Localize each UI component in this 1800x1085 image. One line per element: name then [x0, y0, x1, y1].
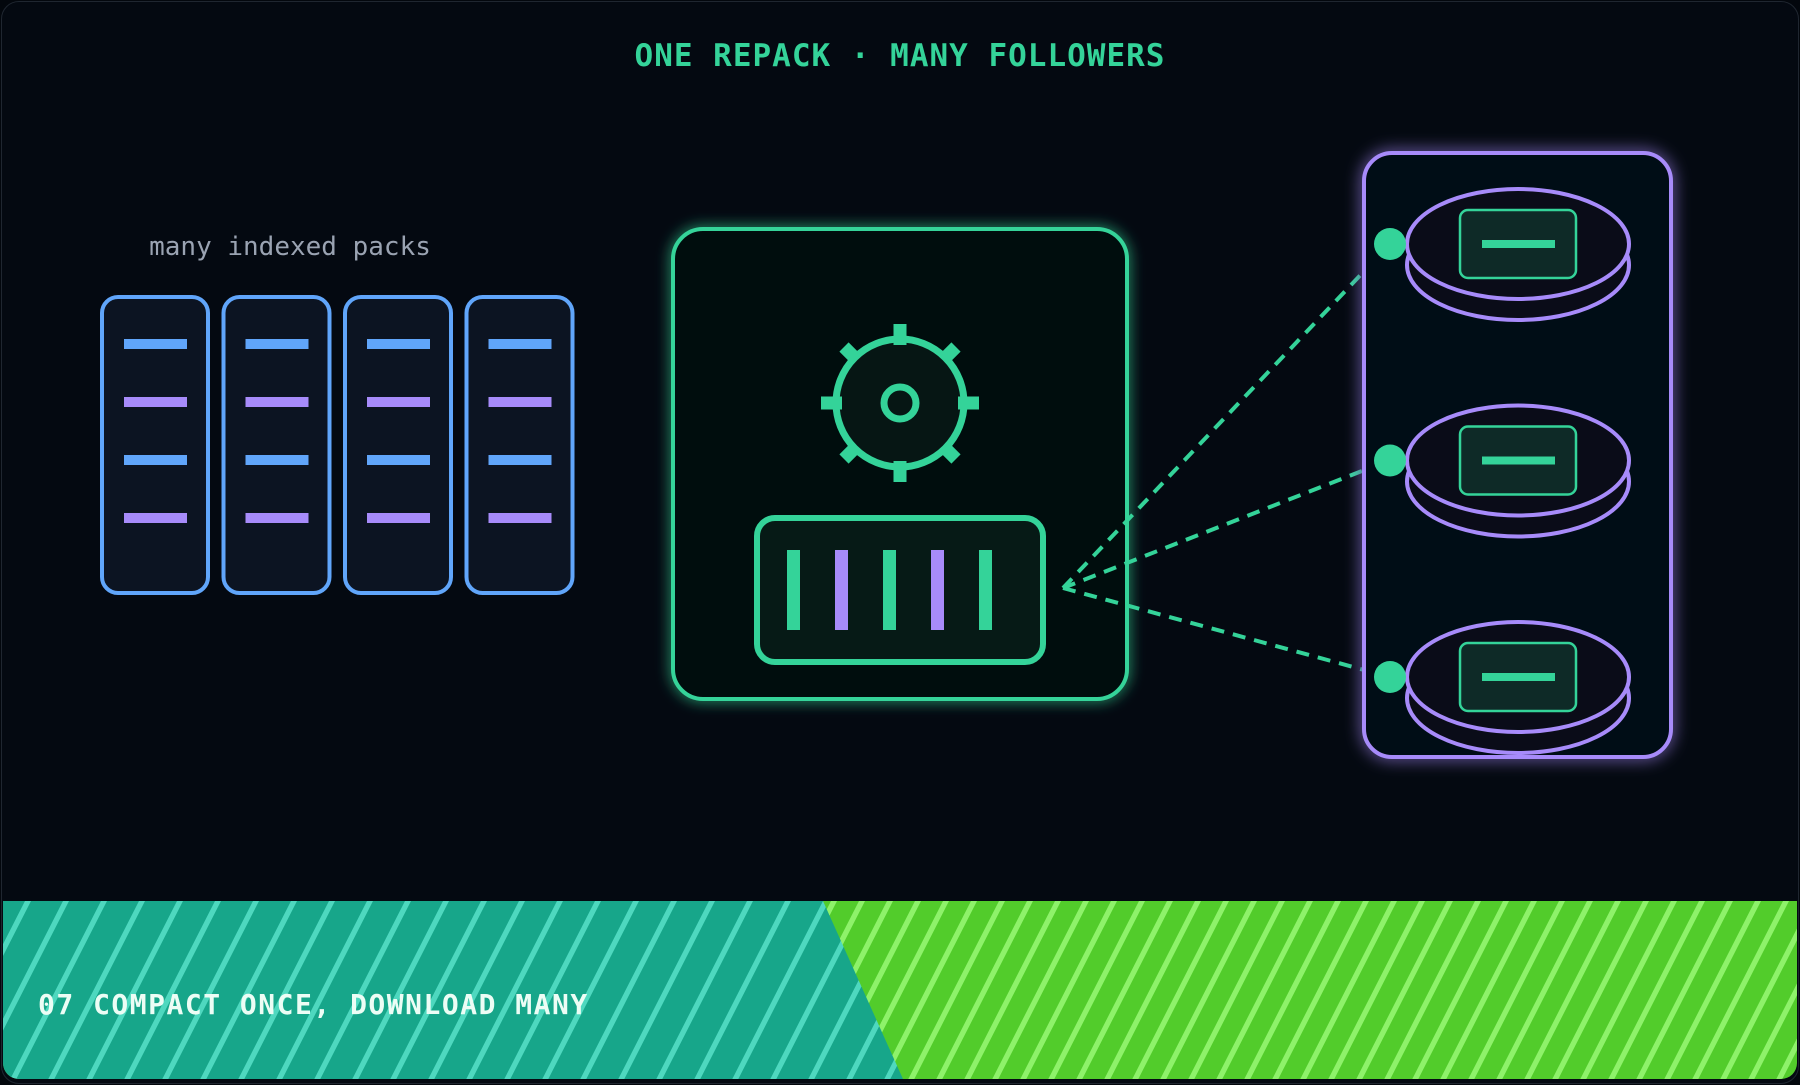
pack-index-bar [488, 397, 552, 407]
footer-stripes [3, 901, 1797, 1079]
pack-index-bar [367, 513, 430, 523]
pack-card [100, 295, 210, 595]
pack-card [221, 295, 332, 595]
packs-label: many indexed packs [149, 232, 431, 262]
follower-endpoint-dot [1374, 661, 1406, 693]
pack-index-bar [124, 397, 187, 407]
follower-screen-bar [1482, 240, 1555, 248]
pack-index-bar [488, 339, 552, 349]
followers-group [1374, 187, 1631, 755]
distribution-line-2 [1062, 458, 1391, 590]
follower-2 [1374, 403, 1631, 539]
consolidated-pack [754, 515, 1046, 665]
footer-band [3, 901, 1797, 1079]
pack-stripe [883, 550, 896, 630]
pack-card [464, 295, 575, 595]
pack-index-bar [124, 513, 187, 523]
pack-index-bar [245, 339, 309, 349]
pack-index-bar [245, 397, 309, 407]
distribution-lines [1061, 242, 1392, 679]
pack-stripe [787, 550, 800, 630]
pack-stripe [979, 550, 992, 630]
pack-index-bar [124, 339, 187, 349]
pack-index-bar [488, 513, 552, 523]
follower-1 [1374, 187, 1631, 322]
repack-box [671, 227, 1129, 701]
pack-index-bar [367, 339, 430, 349]
pack-index-bar [488, 455, 552, 465]
pack-index-bar [367, 455, 430, 465]
indexed-packs-group [100, 295, 575, 595]
distribution-line-3 [1062, 586, 1391, 679]
pack-stripe [931, 550, 944, 630]
footer-caption: 07 COMPACT ONCE, DOWNLOAD MANY [38, 988, 589, 1021]
gear-icon [821, 324, 979, 482]
pack-index-bar [245, 513, 309, 523]
follower-screen-bar [1482, 673, 1555, 681]
follower-endpoint-dot [1374, 444, 1406, 477]
pack-card [343, 295, 453, 595]
pack-stripe [835, 550, 848, 630]
pack-index-bar [245, 455, 309, 465]
pack-index-bar [124, 455, 187, 465]
diagram-title: ONE REPACK · MANY FOLLOWERS [634, 38, 1166, 74]
consolidated-pack-stripes [787, 550, 992, 630]
follower-3 [1374, 620, 1631, 755]
follower-screen-bar [1482, 456, 1555, 465]
pack-index-bar [367, 397, 430, 407]
follower-endpoint-dot [1374, 228, 1406, 260]
